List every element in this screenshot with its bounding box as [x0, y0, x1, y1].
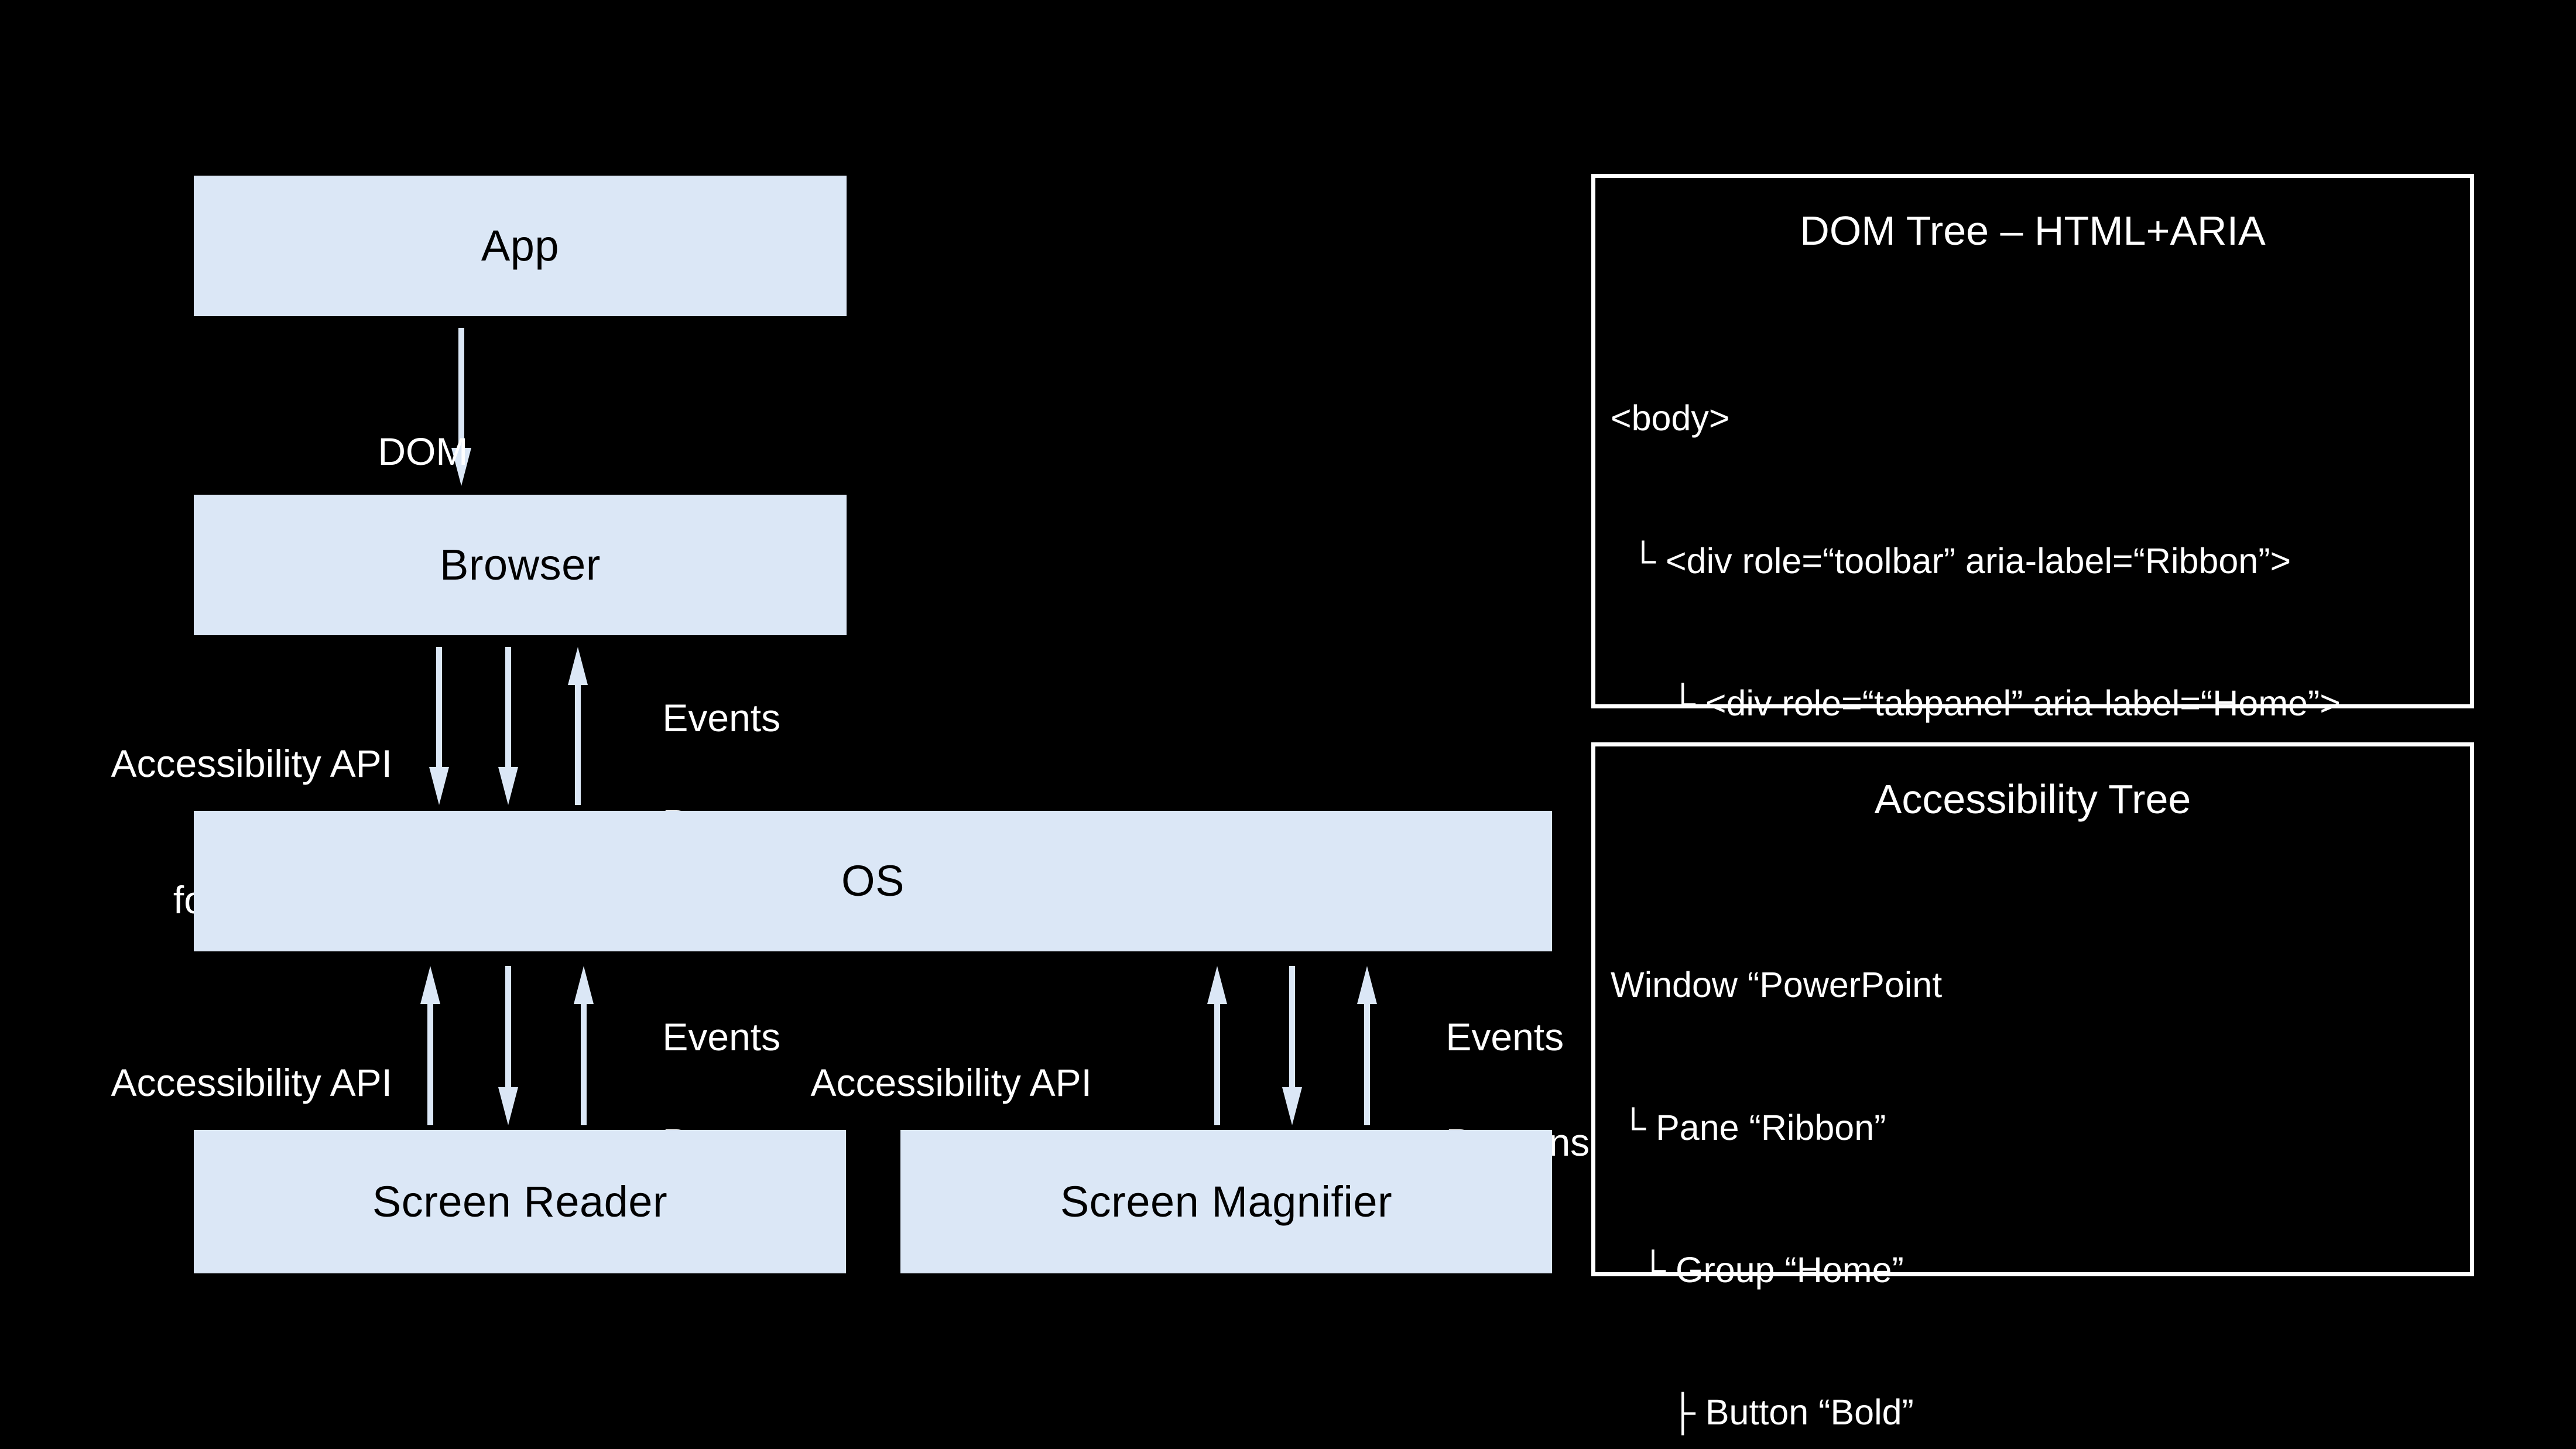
accessibility-tree-line: └ Group “Home” — [1611, 1250, 1904, 1290]
block-os: OS — [194, 811, 1552, 951]
block-screen-magnifier-label: Screen Magnifier — [1060, 1177, 1393, 1226]
block-browser-label: Browser — [440, 540, 601, 590]
block-screen-magnifier: Screen Magnifier — [900, 1130, 1552, 1273]
panel-dom-tree: DOM Tree – HTML+ARIA <body> └ <div role=… — [1591, 174, 2474, 1150]
block-screen-reader: Screen Reader — [194, 1130, 846, 1273]
accessibility-tree-line: ├ Button “Bold” — [1611, 1392, 1914, 1433]
arrow-providers-down-2 — [498, 647, 518, 805]
arrow-providers-down-1 — [429, 647, 449, 805]
label-dom: DOM — [378, 429, 468, 473]
block-app-label: App — [481, 221, 560, 270]
api-providers-line1: Accessibility API — [111, 741, 393, 785]
accessibility-tree-listing: Window “PowerPoint └ Pane “Ribbon” └ Gro… — [1611, 866, 1984, 1449]
dom-tree-line: └ <div role=“toolbar” aria-label=“Ribbon… — [1611, 540, 2291, 581]
block-app: App — [194, 176, 847, 316]
api-client-right-line1: Accessibility API — [810, 1060, 1092, 1104]
label-events-client-left: Events — [662, 1015, 781, 1059]
dom-tree-line: <body> — [1611, 398, 1730, 439]
api-client-left-line1: Accessibility API — [111, 1060, 393, 1104]
arrow-app-to-browser — [451, 328, 471, 486]
label-events-client-right: Events — [1445, 1015, 1564, 1059]
panel-accessibility-tree: Accessibility Tree Window “PowerPoint └ … — [1591, 742, 2474, 1432]
arrow-providers-up-1 — [568, 647, 588, 805]
arrow-client-right-up-2 — [1357, 966, 1377, 1125]
accessibility-tree-line: Window “PowerPoint — [1611, 965, 1943, 1005]
panel-dom-tree-title: DOM Tree – HTML+ARIA — [1800, 208, 2266, 254]
arrow-client-left-up-2 — [574, 966, 594, 1125]
label-events-providers: Events — [662, 696, 781, 739]
block-os-label: OS — [841, 857, 905, 906]
accessibility-tree-line: └ Pane “Ribbon” — [1611, 1107, 1886, 1147]
arrow-client-right-down-1 — [1282, 966, 1302, 1125]
panel-accessibility-tree-title: Accessibility Tree — [1874, 776, 2191, 822]
block-browser: Browser — [194, 495, 847, 635]
dom-tree-line: └ <div role=“tabpanel” aria-label=“Home”… — [1611, 683, 2341, 723]
arrow-client-left-down-1 — [498, 966, 518, 1125]
block-screen-reader-label: Screen Reader — [372, 1177, 668, 1226]
arrow-client-left-up-1 — [420, 966, 440, 1125]
arrow-client-right-up-1 — [1207, 966, 1227, 1125]
